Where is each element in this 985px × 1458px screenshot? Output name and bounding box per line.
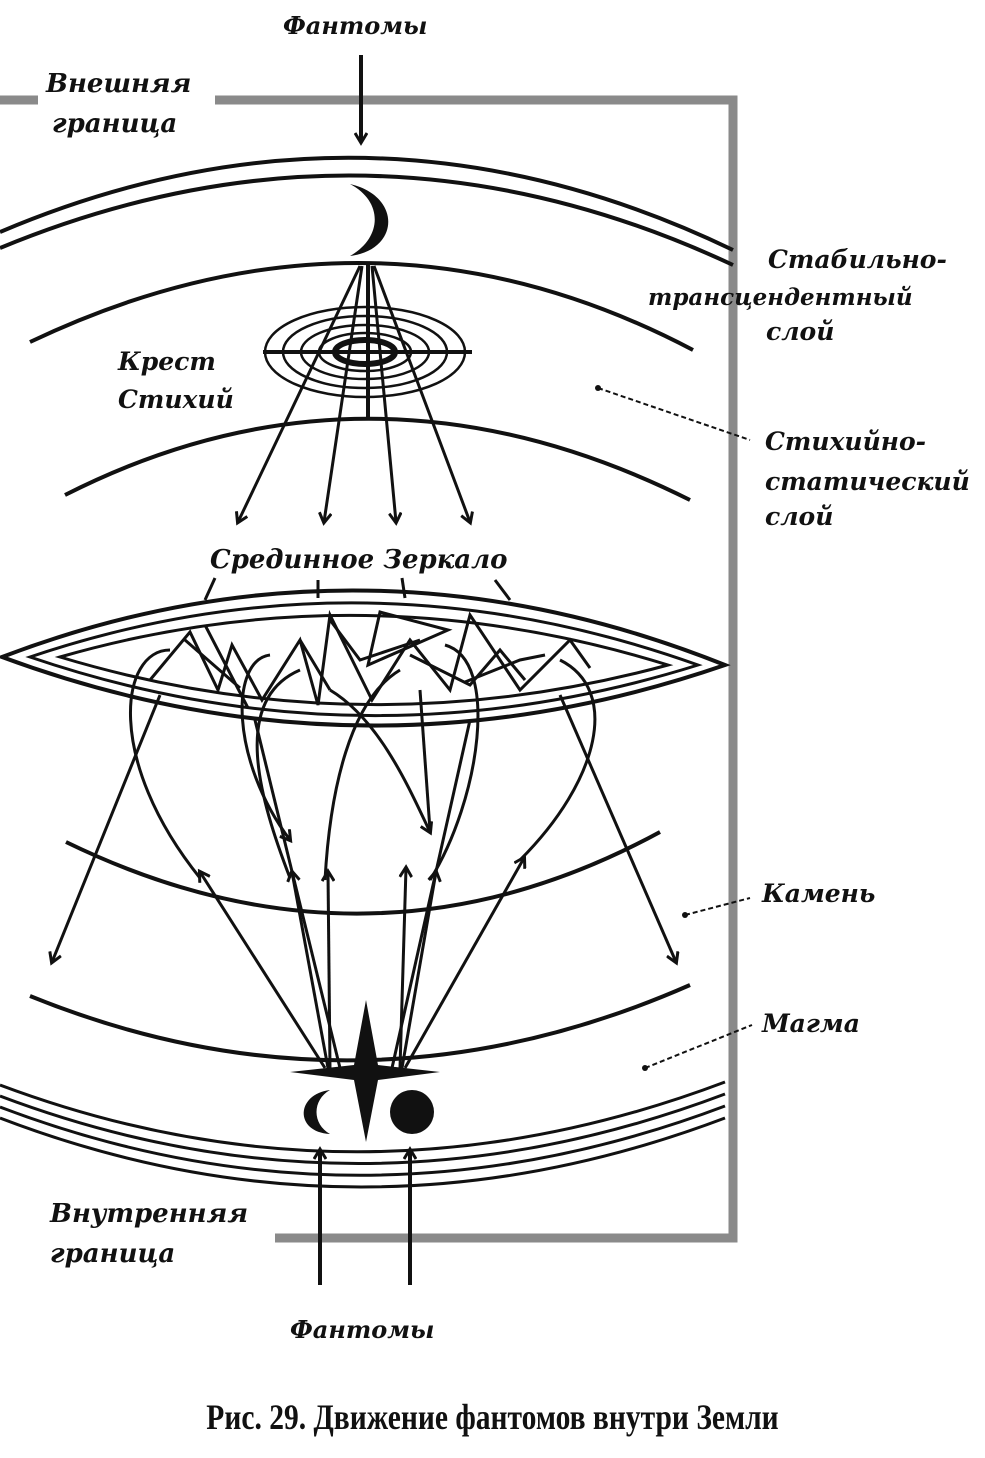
crescent-moon-icon [350,184,389,256]
label-stable-layer-3: слой [766,317,834,346]
figure-caption: Рис. 29. Движение фантомов внутри Земли [206,1397,779,1437]
label-outer-boundary-1: Внешняя [45,69,191,99]
label-inner-boundary-1: Внутренняя [49,1199,248,1229]
outer-frame [0,95,738,1243]
bottom-sun-icon [390,1090,434,1134]
pointer-dot-magma [642,1065,648,1071]
bottom-cross-symbol [290,1000,440,1142]
outer-boundary-arc-2 [0,173,734,267]
label-middle-mirror: Срединное Зеркало [210,545,508,575]
label-elemental-layer-3: слой [765,502,833,531]
label-elemental-layer-1: Стихийно- [765,427,926,456]
label-magma: Магма [761,1009,860,1038]
stable-layer-lower-arc [29,260,694,352]
descending-phantom-arrows [238,265,470,522]
arrow-to-left-stone [52,694,162,962]
label-stone: Камень [761,879,875,908]
pointer-dot-elemental [595,385,601,391]
phantom-loop-curves [129,643,597,881]
label-outer-boundary-2: граница [52,109,177,139]
stone-layer-arc [65,830,661,916]
elemental-layer-lower-arc [64,416,691,502]
ascending-phantom-rays [200,719,524,1069]
label-cross-1: Крест [117,347,216,376]
label-elemental-layer-2: статический [765,467,970,496]
inner-boundary-arcs [0,1080,726,1189]
cross-of-elements-symbol [263,262,472,418]
label-stable-layer-2: трансцендентный [648,284,913,311]
label-inner-boundary-2: граница [50,1239,175,1269]
arrow-to-right-stone [558,694,676,962]
pointer-dot-stone [682,912,688,918]
label-stable-layer-1: Стабильно- [768,245,947,274]
bottom-crescent-icon [303,1090,330,1134]
label-phantoms-top: Фантомы [283,11,427,40]
label-cross-2: Стихий [118,385,234,414]
outer-boundary-arc-1 [0,155,734,252]
middle-mirror-pointers [203,577,512,601]
label-phantoms-bottom: Фантомы [290,1315,434,1344]
middle-mirror-lens [0,588,731,728]
label-pointer-lines [597,387,753,1069]
